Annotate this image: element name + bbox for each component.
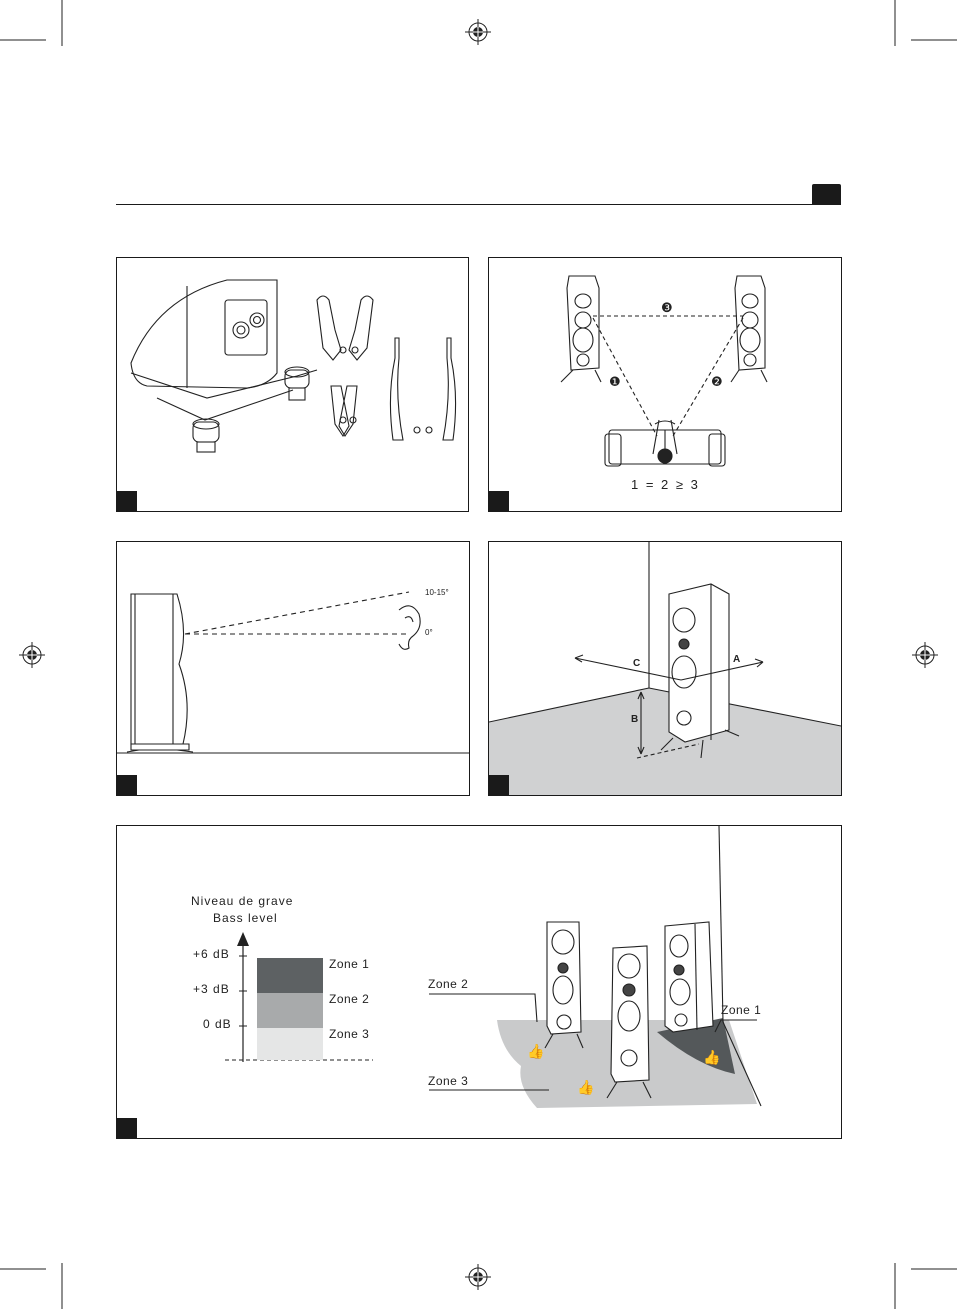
- registration-mark-left: [19, 642, 45, 668]
- tilt-illustration: [117, 542, 469, 795]
- speaker-front: [607, 946, 651, 1098]
- floor: [489, 688, 841, 795]
- panel-bass-zones: Niveau de grave Bass level +6 dB +3 dB 0…: [116, 825, 842, 1139]
- distance-label-c: C: [633, 658, 640, 669]
- panel-connections-tab: [117, 491, 137, 511]
- scene-label-zone3: Zone 3: [428, 1074, 468, 1088]
- panel-bass-tab: [117, 1118, 137, 1138]
- svg-text:👍: 👍: [577, 1079, 594, 1096]
- room-scene: 👍 👍 👍: [117, 826, 841, 1138]
- panel-placement: ❸ ❶ ❷ 1 = 2 ≥ 3: [488, 257, 842, 512]
- panel-tilt: 10-15° 0°: [116, 541, 470, 796]
- speaker-left: [561, 276, 601, 382]
- marker-3: ❸: [661, 300, 673, 316]
- placement-illustration: [489, 258, 841, 511]
- speaker-side: [127, 594, 193, 752]
- marker-2: ❷: [711, 374, 723, 390]
- registration-mark-bottom: [465, 1264, 491, 1290]
- connections-illustration: [117, 258, 468, 511]
- speaker-middle: [545, 922, 583, 1048]
- svg-text:👍: 👍: [527, 1043, 544, 1060]
- header-page-tab: [812, 184, 841, 205]
- distances-illustration: [489, 542, 841, 795]
- panel-connections: [116, 257, 469, 512]
- panel-distances: C A B: [488, 541, 842, 796]
- scene-label-zone1: Zone 1: [721, 1003, 761, 1017]
- speaker-back: [665, 922, 713, 1032]
- panel-tilt-tab: [117, 775, 137, 795]
- registration-mark-top: [465, 19, 491, 45]
- marker-1: ❶: [609, 374, 621, 390]
- distance-label-a: A: [733, 654, 740, 665]
- registration-mark-right: [912, 642, 938, 668]
- panel-distances-tab: [489, 775, 509, 795]
- distance-label-b: B: [631, 714, 638, 725]
- ear-icon: [399, 606, 420, 650]
- header-rule: [116, 204, 841, 205]
- svg-text:👍: 👍: [703, 1049, 720, 1066]
- angle-label-top: 10-15°: [425, 588, 449, 597]
- speaker-right: [731, 276, 767, 382]
- scene-label-zone2: Zone 2: [428, 977, 468, 991]
- panel-placement-tab: [489, 491, 509, 511]
- spike-foot-left: [193, 419, 219, 452]
- spike-foot-right: [285, 367, 309, 400]
- placement-equation: 1 = 2 ≥ 3: [631, 477, 700, 492]
- angle-label-bottom: 0°: [425, 628, 433, 637]
